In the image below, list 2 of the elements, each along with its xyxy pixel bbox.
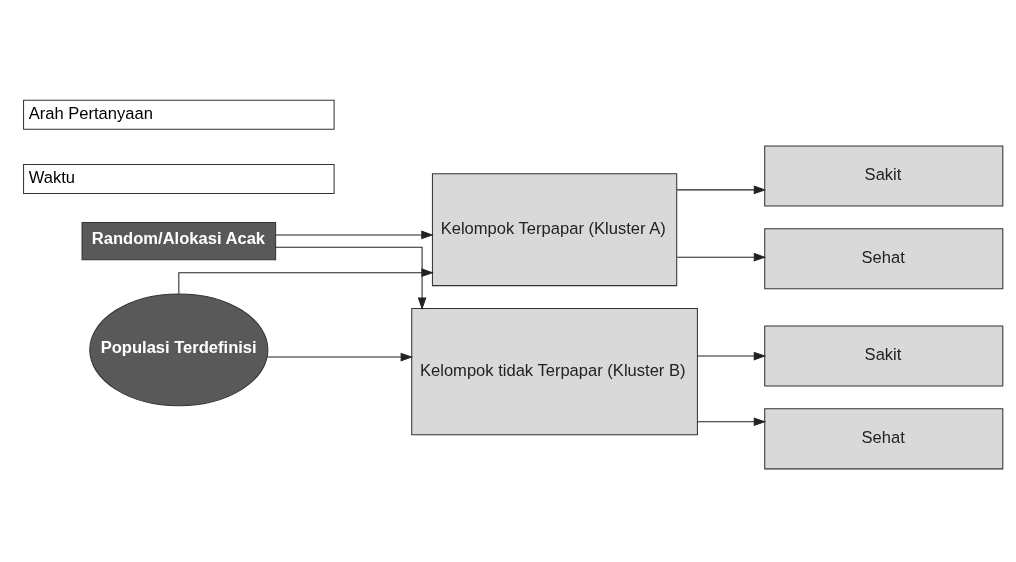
label: Waktu: [28, 167, 76, 187]
label: Arah Pertanyaan: [28, 103, 153, 123]
